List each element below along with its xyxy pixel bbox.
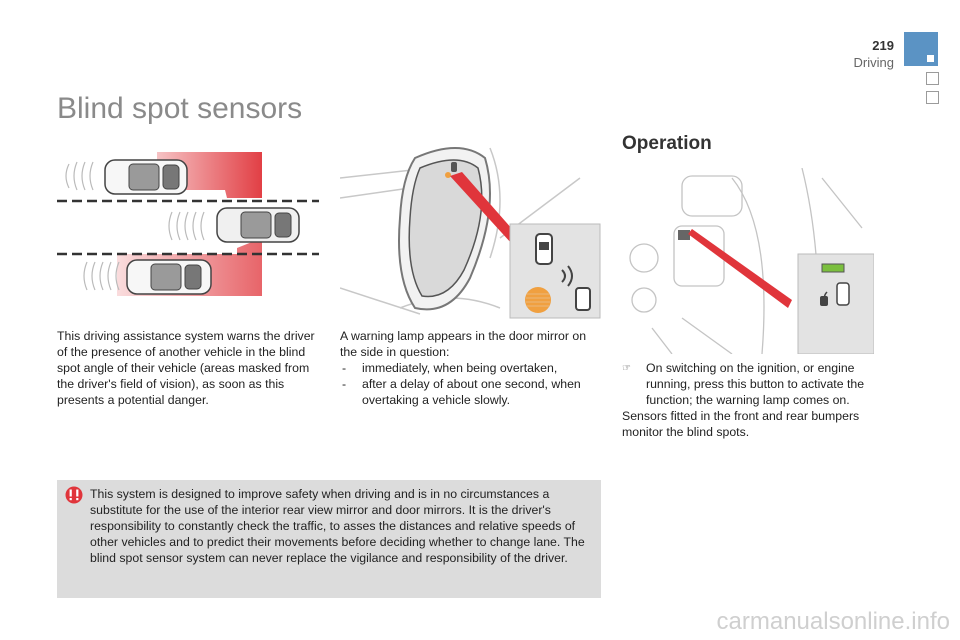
page-number: 219	[872, 38, 894, 53]
warning-lamp-list: immediately, when being overtaken, after…	[340, 360, 602, 408]
warning-text: This system is designed to improve safet…	[90, 487, 585, 565]
warning-box: This system is designed to improve safet…	[57, 480, 601, 598]
chapter-tab-active[interactable]	[904, 32, 938, 66]
list-item: after a delay of about one second, when …	[340, 376, 602, 408]
car-bottom	[126, 259, 212, 295]
warning-lamp-intro: A warning lamp appears in the door mirro…	[340, 329, 587, 359]
warning-lamp-description: A warning lamp appears in the door mirro…	[340, 328, 602, 408]
blind-spot-zones-illustration	[57, 152, 319, 296]
list-item: immediately, when being overtaken,	[340, 360, 602, 376]
operation-text: ☞ On switching on the ignition, or engin…	[622, 360, 884, 440]
chapter-tab[interactable]	[926, 91, 939, 104]
operation-step-text: On switching on the ignition, or engine …	[646, 361, 865, 407]
section-title: Driving	[853, 55, 894, 70]
watermark: carmanualsonline.info	[716, 608, 950, 635]
pointing-finger-icon: ☞	[622, 363, 631, 374]
intro-paragraph: This driving assistance system warns the…	[57, 329, 315, 407]
dashboard-button-illustration	[629, 168, 874, 354]
page-title: Blind spot sensors	[57, 92, 303, 125]
exclamation-icon	[65, 486, 83, 504]
door-mirror-illustration	[340, 147, 601, 319]
chapter-tab[interactable]	[926, 72, 939, 85]
operation-heading: Operation	[622, 133, 712, 154]
car-own	[216, 207, 300, 243]
operation-note: Sensors fitted in the front and rear bum…	[622, 409, 860, 439]
car-top	[104, 159, 188, 195]
operation-step: ☞ On switching on the ignition, or engin…	[622, 360, 884, 408]
